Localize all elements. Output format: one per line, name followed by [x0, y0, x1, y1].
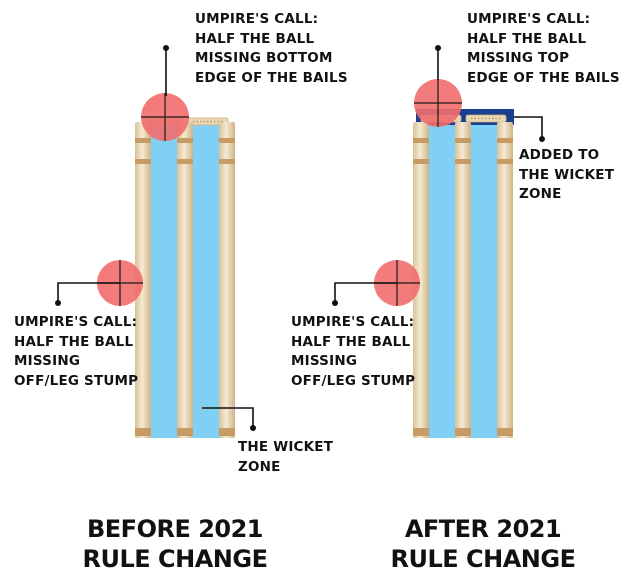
before-leader-lines [57, 48, 254, 427]
after-top-call-label: UMPIRE'S CALL: HALF THE BALL MISSING TOP… [467, 11, 620, 86]
before-leader-dots [55, 45, 256, 431]
after-leader-dots [332, 45, 545, 306]
before-top-call-label: UMPIRE'S CALL: HALF THE BALL MISSING BOT… [195, 11, 348, 86]
before-top-ball [141, 93, 189, 141]
before-wicket [55, 45, 256, 438]
after-middle-stump [455, 122, 471, 438]
after-off-stump [413, 122, 429, 438]
after-wicket [332, 45, 545, 438]
after-title: AFTER 2021 RULE CHANGE [390, 515, 576, 573]
after-side-call-label: UMPIRE'S CALL: HALF THE BALL MISSING OFF… [291, 314, 416, 389]
before-zone-label: THE WICKET ZONE [238, 439, 334, 475]
before-off-stump [135, 122, 151, 438]
before-middle-stump [177, 122, 193, 438]
before-leg-stump [219, 122, 235, 438]
after-top-ball [414, 79, 462, 127]
before-title: BEFORE 2021 RULE CHANGE [82, 515, 268, 573]
after-leg-stump [497, 122, 513, 438]
after-added-label: ADDED TO THE WICKET ZONE [519, 147, 615, 202]
after-leader-lines [334, 48, 543, 302]
before-side-call-label: UMPIRE'S CALL: HALF THE BALL MISSING OFF… [14, 314, 139, 389]
